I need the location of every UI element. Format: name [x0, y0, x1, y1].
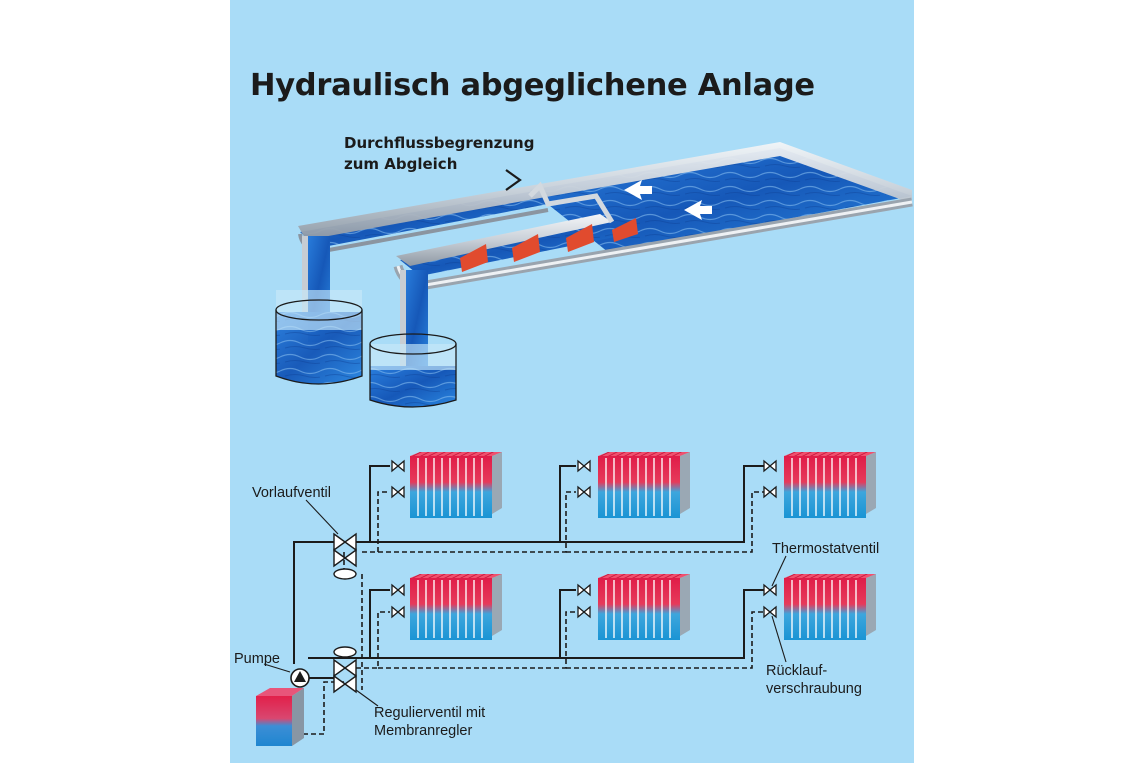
radiator-3 — [783, 451, 877, 519]
annotation-arrow — [505, 169, 522, 191]
flow-limit-label-line2: zum Abgleich — [344, 155, 458, 173]
return-fitting-label-line1: Rücklauf- — [766, 663, 828, 679]
diagram-title: Hydraulisch abgeglichene Anlage — [250, 68, 815, 103]
thermostat-valve-label: Thermostatventil — [772, 541, 880, 557]
baffle-3 — [566, 224, 594, 252]
regulating-valve-label-line2: Membranregler — [374, 723, 473, 739]
bucket-1 — [275, 290, 363, 385]
baffle-4 — [612, 218, 638, 242]
baffle-1 — [460, 244, 488, 272]
regulating-valve-icon — [333, 646, 357, 694]
supply-valve-label: Vorlaufventil — [252, 485, 331, 501]
regulating-valve-label-line1: Regulierventil mit — [374, 705, 486, 721]
gutter-illustration — [275, 142, 913, 408]
baffle-2 — [512, 234, 540, 262]
supply-valve-icon — [333, 532, 357, 580]
leader-lines — [263, 499, 787, 707]
boiler-icon — [256, 688, 304, 746]
pump-icon — [290, 668, 310, 688]
return-fitting-label-line2: verschraubung — [766, 681, 862, 697]
heating-schematic — [293, 465, 764, 735]
arrow-icon — [624, 180, 712, 220]
flow-limit-label-line1: Durchflussbegrenzung — [344, 134, 535, 152]
radiator-6 — [783, 573, 877, 641]
radiator-4 — [409, 573, 503, 641]
pump-label: Pumpe — [234, 651, 280, 667]
bucket-2 — [369, 333, 457, 408]
radiator-1 — [409, 451, 503, 519]
radiator-5 — [597, 573, 691, 641]
radiator-2 — [597, 451, 691, 519]
